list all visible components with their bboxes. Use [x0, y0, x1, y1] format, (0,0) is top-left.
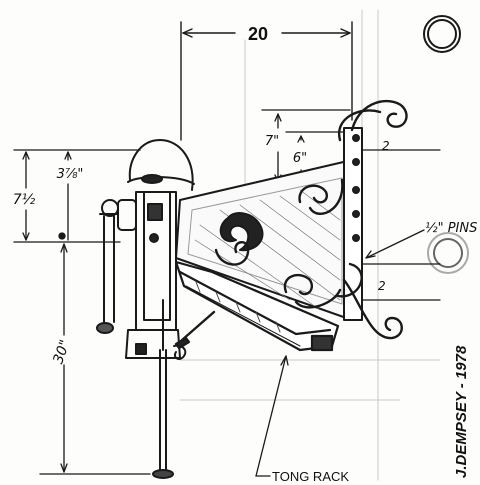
scroll-bottom: [283, 262, 403, 340]
upright-bar: [343, 127, 363, 321]
tong-rack-leader: [255, 355, 289, 477]
background-guides: [179, 9, 441, 481]
dimension-upper-label: 7": [265, 134, 279, 149]
dimension-left-long-label: 30": [50, 338, 73, 366]
pins-label: ½" PINS: [425, 221, 477, 236]
dimension-left: [13, 149, 151, 475]
marker-lines: [361, 149, 441, 301]
tong-rack-tray: [174, 260, 340, 352]
tong-rack-label: TONG RACK: [272, 469, 349, 484]
pin-circle-top: [423, 15, 461, 53]
dimension-upper-inner-label: 6": [293, 151, 307, 166]
vise-post: [152, 299, 174, 479]
scroll-top: [298, 99, 408, 215]
artist-signature: J.DEMPSEY - 1978: [453, 345, 470, 478]
dimension-left-label: 7½: [13, 192, 36, 208]
dimension-top: [180, 21, 353, 141]
pins-callout: [365, 229, 425, 259]
dimension-left-top-label: 3⅞": [57, 167, 84, 182]
marker-upper-label: 2: [382, 139, 390, 153]
pin-circle-right: [427, 232, 469, 274]
marker-lower-label: 2: [378, 279, 386, 293]
vise-handle: [96, 199, 137, 334]
dimension-top-label: 20: [248, 24, 268, 44]
